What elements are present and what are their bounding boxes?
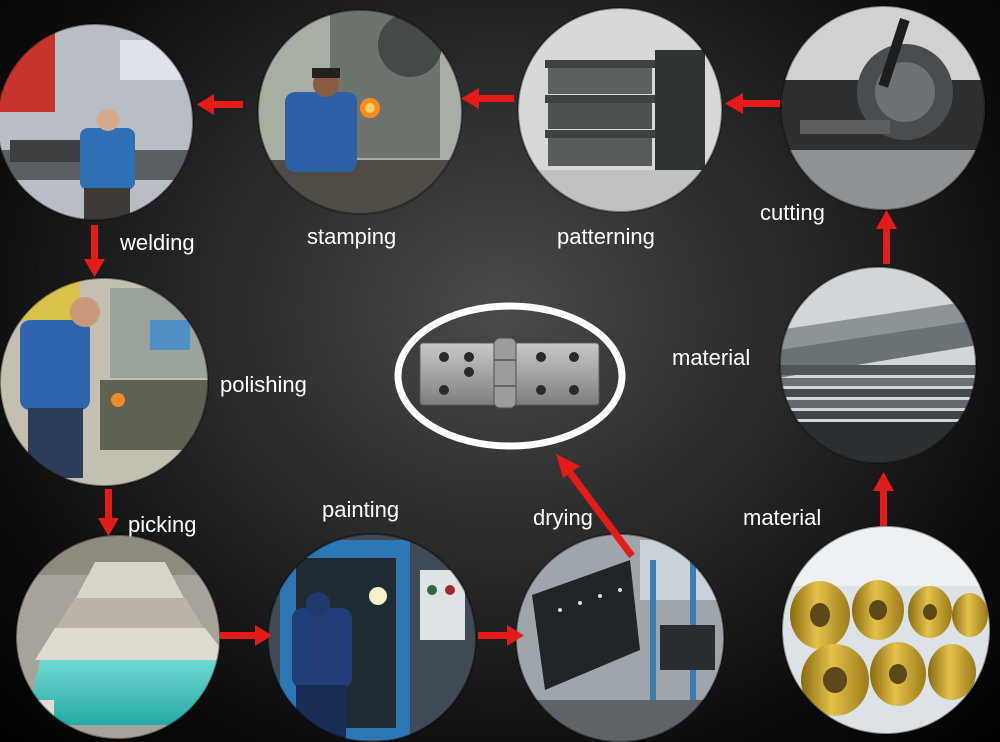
welding-photo <box>0 24 193 220</box>
product-ring <box>394 302 626 450</box>
label-material-coils: material <box>743 505 822 530</box>
hinge-right-leaf <box>512 342 600 406</box>
arrow-stamping-to-welding <box>197 94 243 115</box>
label-patterning: patterning <box>557 224 655 249</box>
label-stamping: stamping <box>307 224 397 249</box>
hinge-left-leaf <box>419 342 499 406</box>
arrow-cutting-to-patterning <box>725 93 780 114</box>
label-painting: painting <box>322 497 400 522</box>
label-drying: drying <box>533 505 593 530</box>
drying-photo <box>516 534 724 742</box>
stamping-photo <box>258 10 462 214</box>
patterning-photo <box>518 8 722 212</box>
hinge-knuckle <box>493 337 517 409</box>
arrow-welding-to-polishing <box>84 225 105 277</box>
label-material-sheets: material <box>672 345 751 370</box>
label-picking: picking <box>128 512 197 537</box>
cutting-photo <box>781 6 985 210</box>
arrow-polishing-to-picking <box>98 489 119 536</box>
arrow-material-to-cutting <box>876 210 897 264</box>
material-sheets-photo <box>780 267 976 463</box>
material-coils-photo <box>782 526 990 734</box>
arrow-patterning-to-stamping <box>461 88 514 109</box>
arrow-coils-to-sheets <box>873 472 894 526</box>
label-cutting: cutting <box>760 200 825 225</box>
arrow-picking-to-painting <box>220 625 272 646</box>
hinge-product <box>394 302 626 450</box>
arrow-painting-to-drying <box>478 625 524 646</box>
picking-photo <box>16 535 220 739</box>
painting-photo <box>268 534 476 742</box>
label-polishing: polishing <box>220 372 307 397</box>
label-welding: welding <box>120 230 195 255</box>
arrow-drying-to-product <box>556 454 635 559</box>
